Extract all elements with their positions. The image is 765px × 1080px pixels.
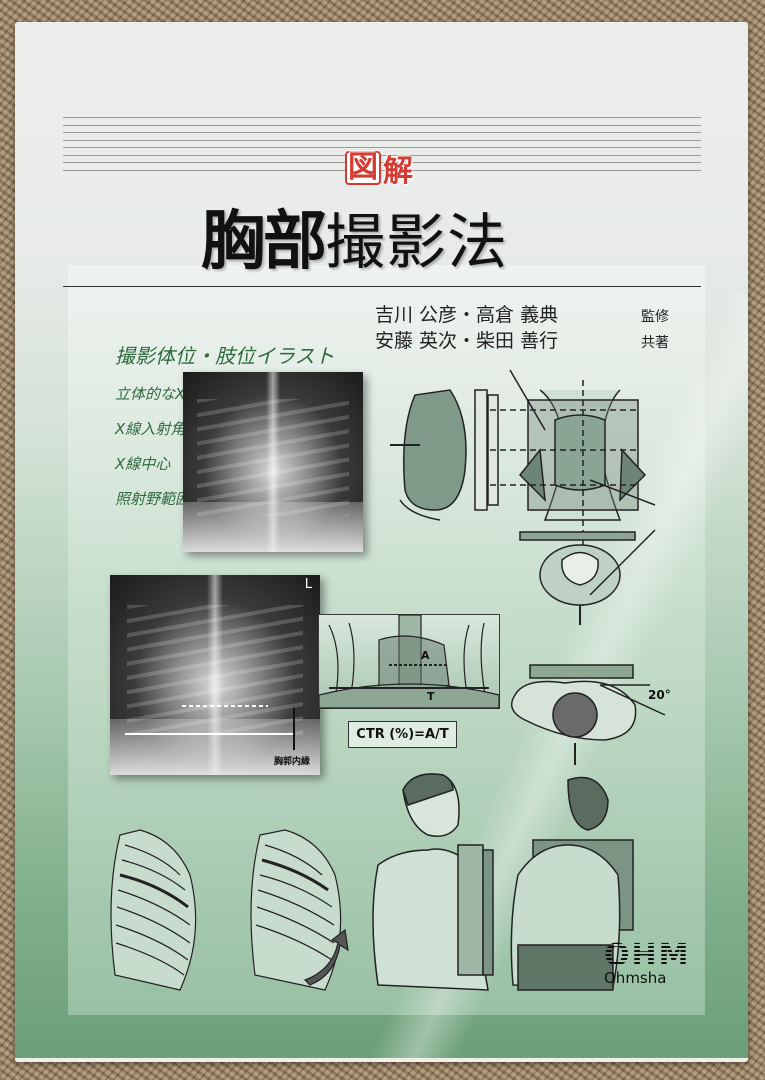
- author-row: 吉川 公彦・高倉 義典 監修: [375, 303, 669, 329]
- ohm-logo-mark: OHM: [604, 938, 691, 973]
- ctr-formula: CTR (%)=A/T: [348, 721, 457, 748]
- feature-item: X線中心: [115, 455, 171, 473]
- series-char-2: 解: [383, 154, 413, 189]
- xray-annotation: 胸郭内縁: [273, 757, 310, 767]
- author-row: 安藤 英次・柴田 善行 共著: [375, 329, 669, 355]
- book-title: 胸部撮影法: [201, 190, 508, 282]
- angle-label: 20°: [648, 688, 671, 702]
- title-bold: 胸部: [201, 205, 327, 279]
- feature-list: 撮影体位・肢位イラスト 立体的なX線解剖 X線入射角 X線中心 照射野範囲: [115, 340, 335, 523]
- thoracic-width-arrow: [125, 733, 293, 735]
- title-rule: [63, 286, 701, 287]
- series-label: 図 解: [345, 150, 413, 189]
- ribcage-illustrations: [110, 829, 349, 991]
- label-a: A: [421, 649, 430, 662]
- chest-xray-ctr-image: L 胸郭内縁: [110, 575, 320, 775]
- label-t: T: [427, 690, 435, 703]
- feature-item: 照射野範囲: [115, 490, 191, 508]
- xray-side-marker: L: [304, 577, 312, 592]
- publisher-logo: OHM Ohmsha: [604, 938, 690, 987]
- author-names: 安藤 英次・柴田 善行: [375, 330, 559, 352]
- ctr-heart-diagram: A T: [318, 614, 500, 709]
- feature-item: X線入射角: [115, 420, 186, 438]
- author-names: 吉川 公彦・高倉 義典: [375, 304, 559, 326]
- feature-heading: 撮影体位・肢位イラスト: [115, 344, 335, 368]
- series-char-1: 図: [345, 151, 381, 185]
- author-role: 共著: [641, 335, 669, 351]
- angle-diagram: [510, 664, 666, 765]
- decorative-staff-lines: [63, 117, 701, 171]
- chest-xray-image: [183, 372, 363, 552]
- publisher-name: Ohmsha: [604, 969, 667, 987]
- inner-margin-line: [293, 708, 295, 750]
- authors-block: 吉川 公彦・高倉 義典 監修 安藤 英次・柴田 善行 共著: [375, 303, 669, 355]
- patient-illustrations: [372, 773, 634, 991]
- positioning-diagram: [390, 369, 656, 625]
- cardiac-width-arrow: [182, 705, 268, 707]
- author-role: 監修: [641, 309, 669, 325]
- title-light: 撮影法: [325, 208, 508, 278]
